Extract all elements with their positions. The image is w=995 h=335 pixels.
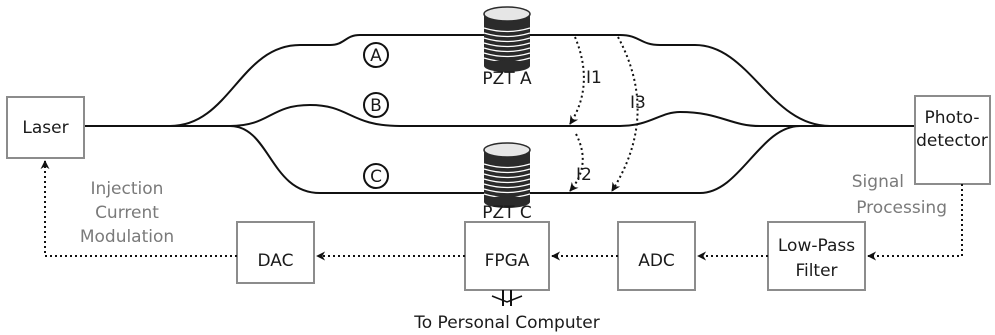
pd-to-filter-arrow [867, 184, 963, 261]
i3-label: I3 [630, 93, 646, 113]
signal-line2: Processing [856, 198, 947, 218]
dac-label: DAC [258, 251, 294, 271]
adc-label: ADC [638, 251, 675, 271]
signal-processing-annotation: Signal Processing [852, 172, 947, 218]
arm-c-label: C [370, 167, 382, 187]
injection-line2: Current [95, 203, 159, 223]
i3-arrow [611, 36, 639, 192]
photodetector-block: Photo- detector [914, 95, 991, 185]
signal-chain [40, 160, 963, 261]
adc-block: ADC [617, 221, 696, 291]
low-pass-label-line1: Low-Pass [778, 236, 855, 256]
photodetector-label-line2: detector [916, 131, 988, 151]
interferometer-arcs: I1 I2 I3 [569, 36, 646, 192]
arm-a-label: A [370, 46, 382, 66]
pzt-a-label: PZT A [482, 69, 532, 89]
computer-connector [491, 290, 523, 306]
laser-block: Laser [6, 96, 85, 159]
i2-label: I2 [576, 165, 592, 185]
arm-a-marker: A [363, 42, 389, 68]
injection-line3: Modulation [80, 227, 174, 247]
arm-c-marker: C [363, 163, 389, 189]
pzt-c-icon: PZT C [482, 142, 532, 223]
fpga-label: FPGA [485, 251, 530, 271]
fpga-block: FPGA [464, 221, 550, 291]
dac-block: DAC [236, 221, 315, 284]
pzt-a-icon: PZT A [482, 6, 532, 89]
low-pass-label-line2: Filter [795, 261, 837, 281]
dac-to-laser-arrow [40, 160, 237, 257]
arm-b-label: B [370, 96, 382, 116]
injection-annotation: Injection Current Modulation [80, 179, 174, 247]
i1-arrow [569, 36, 585, 125]
injection-line1: Injection [91, 179, 164, 199]
laser-label: Laser [22, 118, 68, 138]
i2-arrow [569, 133, 584, 192]
signal-line1: Signal [852, 172, 904, 192]
low-pass-filter-block: Low-Pass Filter [767, 221, 866, 291]
to-computer-label: To Personal Computer [413, 313, 599, 333]
photodetector-label-line1: Photo- [925, 108, 980, 128]
pzt-c-label: PZT C [482, 203, 532, 223]
arm-b-marker: B [363, 92, 389, 118]
i1-label: I1 [586, 68, 602, 88]
